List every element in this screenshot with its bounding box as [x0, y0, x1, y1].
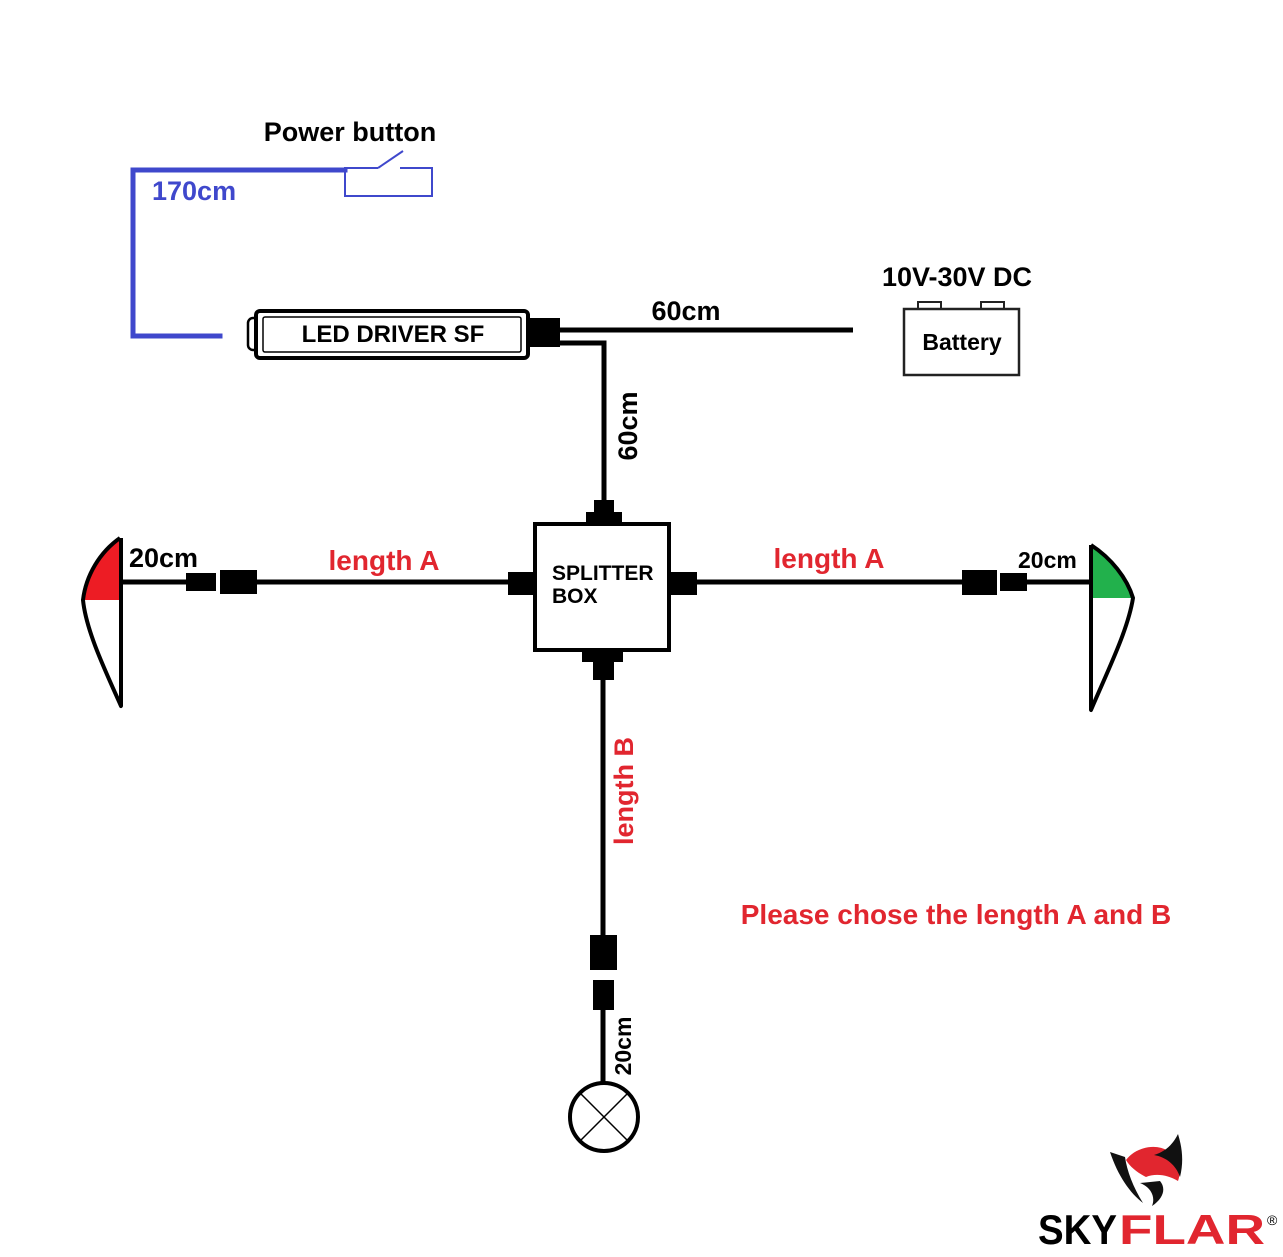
- right-branch-connector-small: [1000, 573, 1027, 591]
- led-driver-connector: [528, 318, 560, 347]
- connector: [593, 660, 614, 680]
- driver-to-splitter-cable-length: 60cm: [613, 391, 643, 460]
- right-branch-lead-length: 20cm: [1018, 547, 1077, 573]
- connector: [669, 572, 697, 595]
- power-button-label: Power button: [264, 117, 436, 147]
- connector: [586, 512, 622, 523]
- left-branch-cable-length: length A: [329, 545, 440, 576]
- length-selection-note: Please chose the length A and B: [741, 899, 1171, 930]
- bottom-branch-cable-length: length B: [609, 737, 639, 845]
- green-navigation-light-icon: [1089, 543, 1135, 712]
- splitter-box-label-line1: SPLITTER: [552, 562, 654, 585]
- battery-icon: [902, 301, 1021, 377]
- logo-text-flar: FLAR: [1119, 1206, 1265, 1253]
- left-branch-lead-length: 20cm: [129, 543, 198, 573]
- splitter-box: [508, 500, 697, 680]
- led-driver: [246, 309, 560, 360]
- left-branch-connector-large: [220, 570, 257, 594]
- lamp-icon: [568, 1081, 640, 1153]
- connector: [508, 572, 534, 595]
- bottom-branch-connector-large: [590, 935, 617, 970]
- connector: [594, 500, 614, 514]
- driver-to-splitter-cable: [558, 340, 607, 502]
- splitter-box-body: [533, 522, 671, 652]
- red-navigation-light-icon: [81, 536, 123, 708]
- logo-text-sky: SKY: [1038, 1206, 1117, 1253]
- battery-label: Battery: [922, 329, 1001, 355]
- button-cable: [130, 167, 348, 339]
- switch-icon: [344, 150, 433, 197]
- registered-mark: ®: [1267, 1212, 1278, 1228]
- led-driver-label: LED DRIVER SF: [302, 321, 485, 348]
- power-cable-length: 60cm: [651, 296, 720, 326]
- button-cable-length: 170cm: [152, 176, 236, 206]
- led-driver-inner-outline: [262, 316, 522, 353]
- battery-voltage: 10V-30V DC: [882, 262, 1032, 292]
- splitter-box-label-line2: BOX: [552, 585, 598, 608]
- right-branch-cable-length: length A: [774, 543, 885, 574]
- right-branch-connector-large: [962, 570, 997, 595]
- bottom-branch-lead-length: 20cm: [610, 1017, 636, 1076]
- left-branch-connector-small: [186, 573, 216, 591]
- bottom-branch-connector-small: [593, 980, 614, 1010]
- connector: [582, 650, 623, 662]
- skyflar-logo-icon: [1110, 1134, 1183, 1206]
